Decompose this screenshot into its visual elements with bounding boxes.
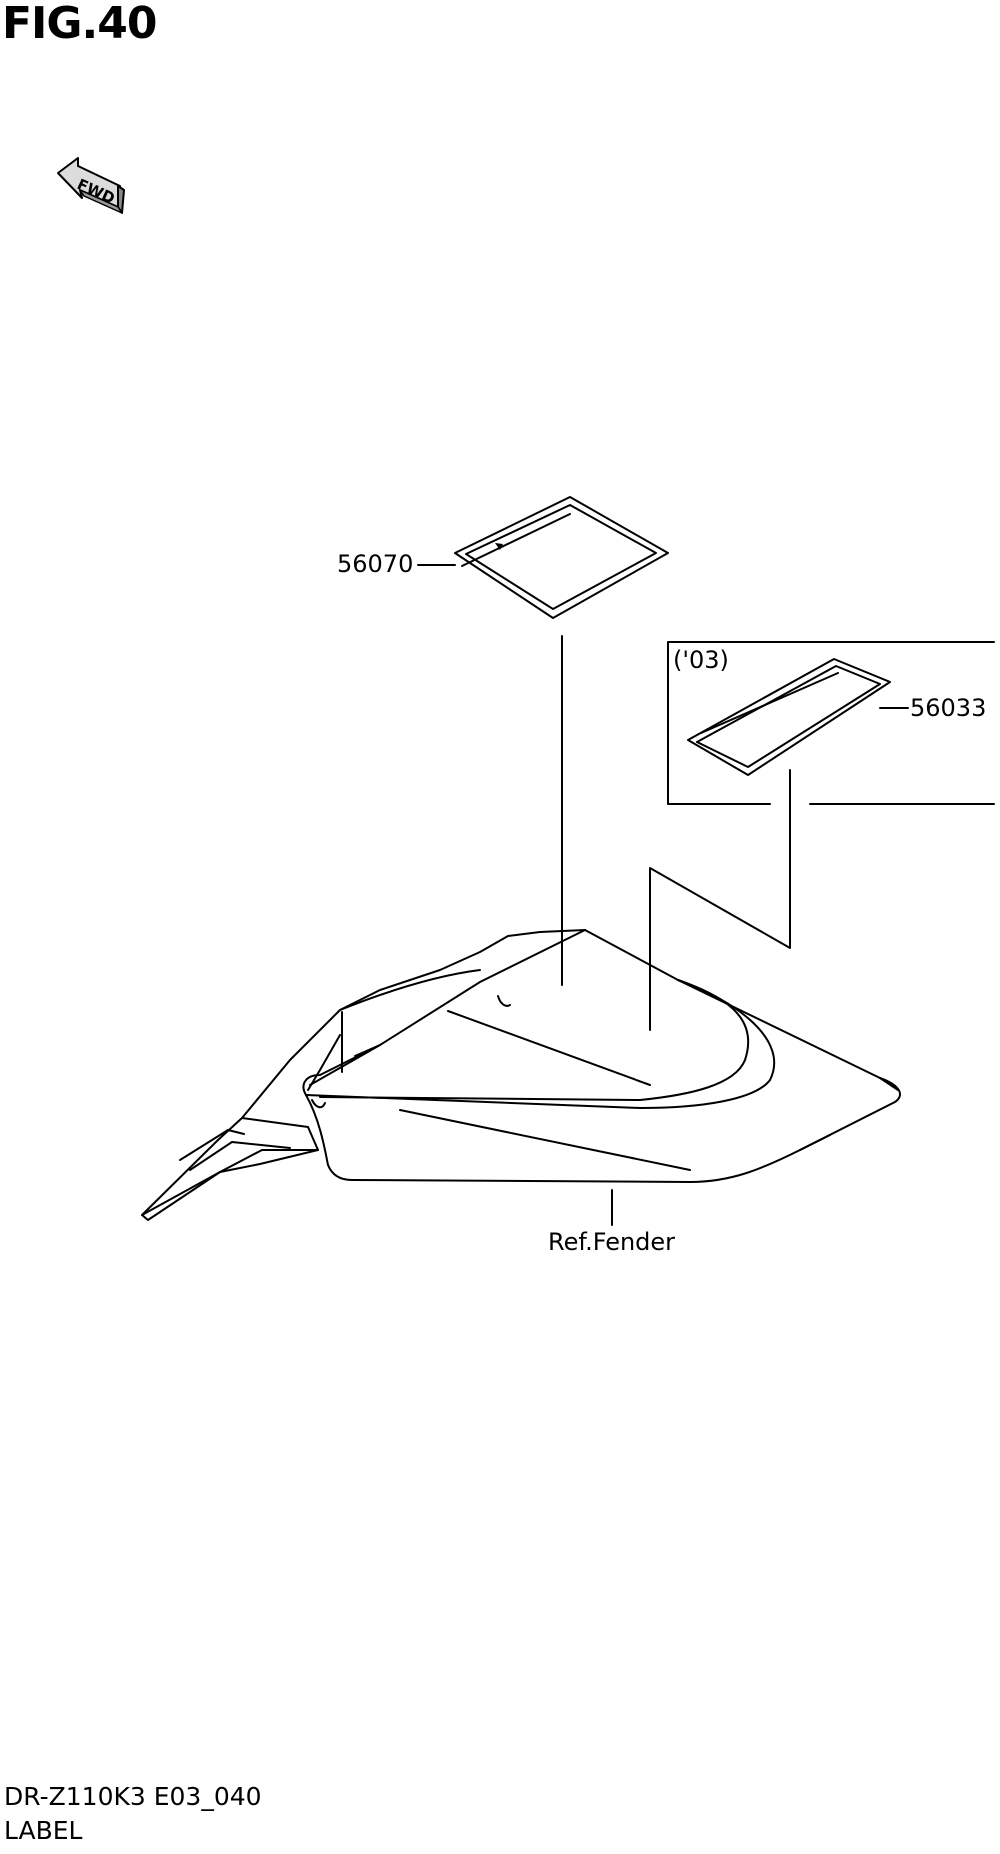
ref-fender-label: Ref.Fender [548,1228,676,1256]
leader-lines [561,635,791,1226]
model-code: DR-Z110K3 E03_040 [4,1782,262,1811]
label-56070-part [417,496,669,619]
part-number-56070: 56070 [337,550,414,578]
fwd-arrow-icon: FWD [57,157,125,214]
part-number-56033: 56033 [910,694,987,722]
rear-fender-part [141,929,901,1221]
inset-frame [667,641,995,805]
label-56033-part [687,658,909,776]
section-title: LABEL [4,1816,83,1845]
figure-title: FIG.40 [2,0,157,49]
inset-note: ('03) [673,646,729,674]
